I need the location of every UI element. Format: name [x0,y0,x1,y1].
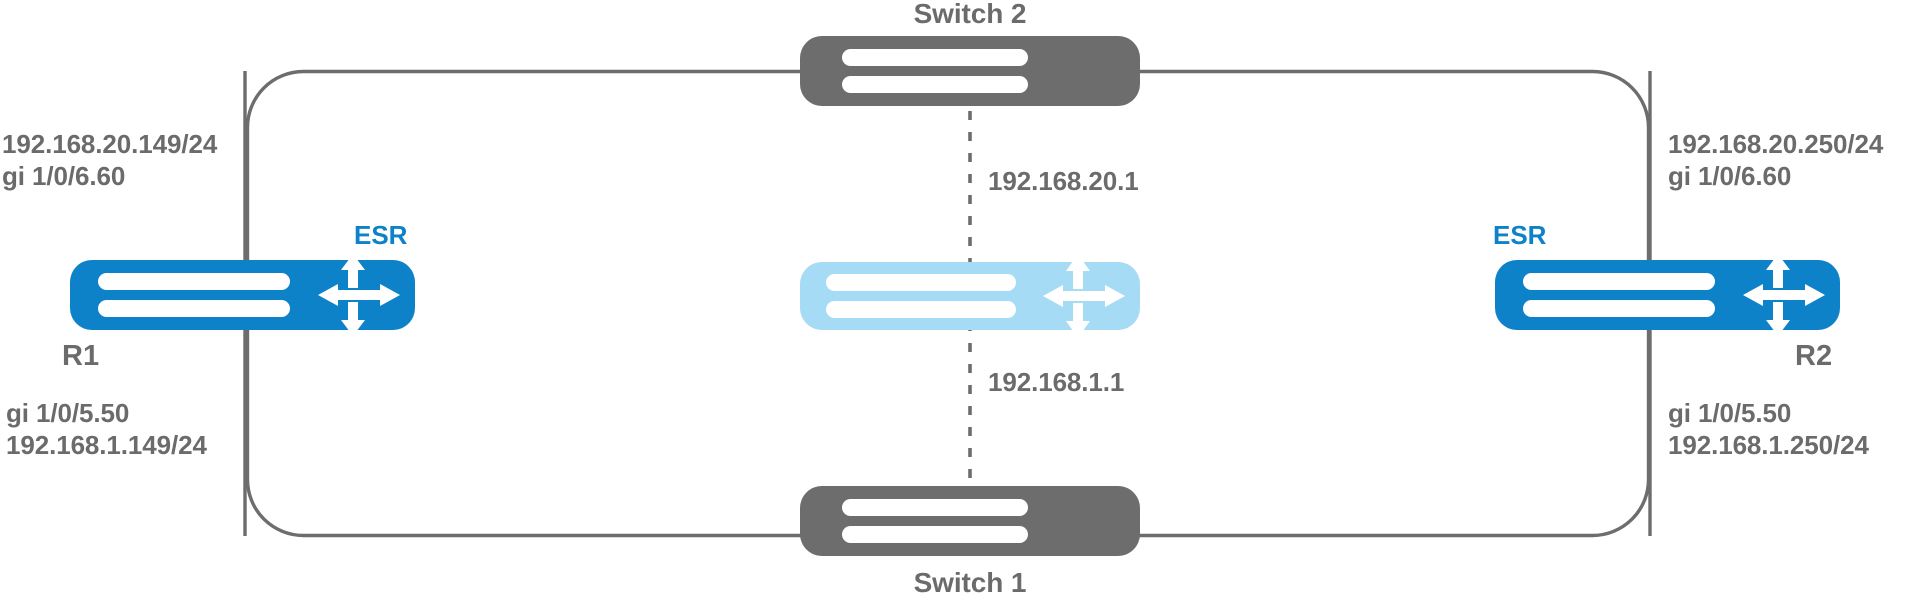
router-r1-badge: ESR [354,220,408,250]
annotation-center-bottom: 192.168.1.1 [988,367,1125,397]
router-arrows-glyph [1743,260,1825,330]
annotation-right-top-line2: gi 1/0/6.60 [1668,161,1792,191]
switch-bottom-icon[interactable] [800,486,1140,556]
router-r1-label: R1 [62,340,100,372]
router-arrows-glyph [318,260,400,330]
annotation-right-top-line1: 192.168.20.250/24 [1668,129,1884,159]
router-r2-label: R2 [1795,340,1833,372]
switch-top-icon[interactable] [800,36,1140,106]
annotation-left-bottom-line1: gi 1/0/5.50 [6,398,130,428]
router-r1-icon[interactable] [70,260,415,330]
annotation-left-top-line1: 192.168.20.149/24 [2,129,218,159]
router-arrows-glyph [1043,262,1125,330]
annotation-left-bottom-line2: 192.168.1.149/24 [6,430,207,460]
annotation-right-bottom-line2: 192.168.1.250/24 [1668,430,1869,460]
annotation-left-top-line2: gi 1/0/6.60 [2,161,126,191]
switch-bottom-label: Switch 1 [913,567,1027,598]
router-r2-badge: ESR [1493,220,1547,250]
router-r2-icon[interactable] [1495,260,1840,330]
switch-top-label: Switch 2 [913,0,1027,29]
router-virtual-icon[interactable] [800,262,1140,330]
annotation-right-bottom-line1: gi 1/0/5.50 [1668,398,1792,428]
annotation-center-top: 192.168.20.1 [988,166,1139,196]
